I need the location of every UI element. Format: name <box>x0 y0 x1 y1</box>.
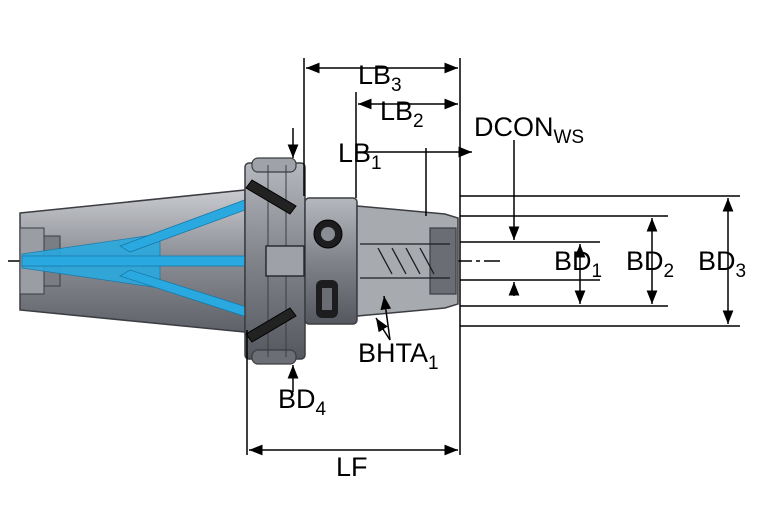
label-bd4: BD4 <box>278 384 327 420</box>
clamping-screw <box>313 219 343 318</box>
label-bhta1: BHTA1 <box>358 338 439 374</box>
label-lf: LF <box>336 452 368 482</box>
label-lb3: LB3 <box>358 60 402 96</box>
label-lb1: LB1 <box>338 138 382 174</box>
label-dcon-ws: DCONWS <box>474 112 584 148</box>
label-bd3: BD3 <box>698 246 746 282</box>
dimension-lines <box>246 58 740 456</box>
internal-bore <box>265 243 450 279</box>
label-bd1: BD1 <box>554 246 602 282</box>
label-lb2: LB2 <box>380 96 424 132</box>
label-bd2: BD2 <box>626 246 674 282</box>
coolant-channels <box>21 197 353 319</box>
drive-keys <box>245 179 297 343</box>
